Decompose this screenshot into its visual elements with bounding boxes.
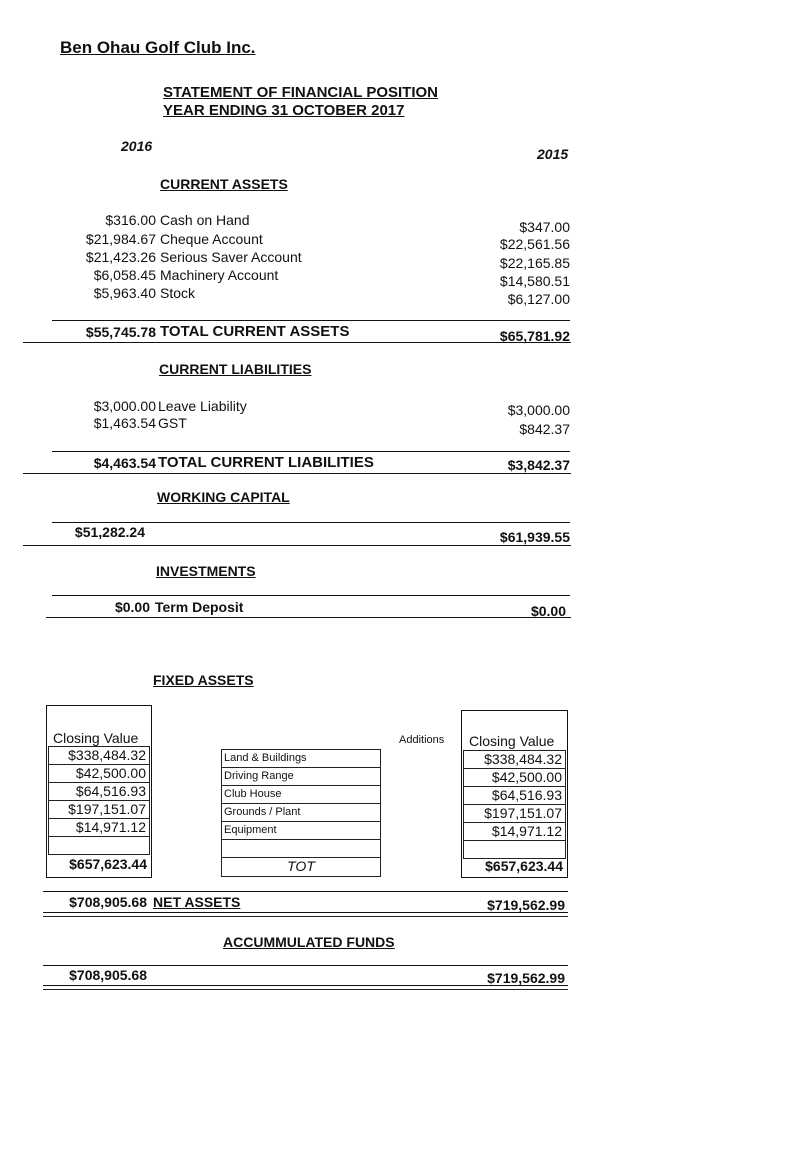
asset-prior-value: $6,127.00 bbox=[507, 291, 570, 307]
divider bbox=[23, 545, 571, 546]
asset-current-value: $316.00 bbox=[105, 212, 156, 228]
current-assets-heading: CURRENT ASSETS bbox=[160, 176, 288, 192]
divider bbox=[43, 916, 568, 917]
working-capital-heading: WORKING CAPITAL bbox=[157, 489, 290, 505]
divider bbox=[43, 891, 568, 892]
liability-current-value: $1,463.54 bbox=[93, 415, 156, 431]
divider bbox=[52, 522, 570, 523]
accumulated-funds-heading: ACCUMMULATED FUNDS bbox=[223, 934, 395, 950]
liability-label: GST bbox=[158, 415, 187, 431]
accumulated-funds-current: $708,905.68 bbox=[69, 967, 147, 983]
divider bbox=[43, 965, 568, 966]
term-deposit-label: Term Deposit bbox=[155, 599, 244, 615]
asset-prior-value: $22,561.56 bbox=[499, 236, 570, 252]
fixed-asset-label: Land & Buildings bbox=[221, 749, 381, 768]
closing-value-cell: $14,971.12 bbox=[463, 822, 566, 841]
divider bbox=[43, 912, 568, 913]
liability-current-value: $3,000.00 bbox=[93, 398, 156, 414]
asset-prior-value: $14,580.51 bbox=[499, 273, 570, 289]
fixed-asset-label: Club House bbox=[221, 785, 381, 804]
divider bbox=[52, 595, 570, 596]
closing-value-cell: $197,151.07 bbox=[48, 800, 150, 819]
total-current-assets-prior: $65,781.92 bbox=[499, 328, 570, 344]
working-capital-prior: $61,939.55 bbox=[499, 529, 570, 545]
divider bbox=[43, 989, 568, 990]
asset-current-value: $5,963.40 bbox=[93, 285, 156, 301]
closing-value-cell: $42,500.00 bbox=[463, 768, 566, 787]
fixed-asset-total-label: TOT bbox=[221, 857, 381, 877]
closing-value-cell: $197,151.07 bbox=[463, 804, 566, 823]
club-name: Ben Ohau Golf Club Inc. bbox=[60, 38, 256, 57]
asset-label: Stock bbox=[160, 285, 196, 301]
current-liabilities-heading: CURRENT LIABILITIES bbox=[159, 361, 312, 377]
asset-label: Cheque Account bbox=[160, 231, 263, 247]
asset-label: Cash on Hand bbox=[160, 212, 250, 228]
working-capital-current: $51,282.24 bbox=[74, 524, 145, 540]
divider bbox=[52, 451, 570, 452]
divider bbox=[46, 617, 571, 618]
closing-value-cell: $64,516.93 bbox=[48, 782, 150, 801]
total-current-assets-current: $55,745.78 bbox=[85, 324, 156, 340]
closing-value-box-2016: Closing Value bbox=[46, 705, 152, 878]
net-assets-label: NET ASSETS bbox=[153, 894, 241, 910]
closing-value-cell: $338,484.32 bbox=[463, 750, 566, 769]
closing-value-cell-empty bbox=[463, 840, 566, 859]
closing-value-header: Closing Value bbox=[53, 730, 139, 746]
asset-label: Serious Saver Account bbox=[160, 249, 302, 265]
net-assets-current: $708,905.68 bbox=[69, 894, 147, 910]
fixed-asset-label: Grounds / Plant bbox=[221, 803, 381, 822]
investments-heading: INVESTMENTS bbox=[156, 563, 256, 579]
closing-value-total: $657,623.44 bbox=[485, 858, 563, 874]
asset-current-value: $21,984.67 bbox=[85, 231, 156, 247]
year-prior: 2015 bbox=[537, 146, 569, 162]
liability-prior-value: $842.37 bbox=[519, 421, 570, 437]
closing-value-cell: $14,971.12 bbox=[48, 818, 150, 837]
asset-current-value: $21,423.26 bbox=[85, 249, 156, 265]
term-deposit-current: $0.00 bbox=[114, 599, 150, 615]
additions-label: Additions bbox=[399, 734, 445, 746]
fixed-asset-label-empty bbox=[221, 839, 381, 858]
divider bbox=[52, 320, 570, 321]
closing-value-total: $657,623.44 bbox=[69, 856, 147, 872]
closing-value-header: Closing Value bbox=[469, 733, 555, 749]
closing-value-cell: $64,516.93 bbox=[463, 786, 566, 805]
closing-value-cell: $42,500.00 bbox=[48, 764, 150, 783]
asset-label: Machinery Account bbox=[160, 267, 279, 283]
asset-current-value: $6,058.45 bbox=[93, 267, 156, 283]
total-current-liabilities-label: TOTAL CURRENT LIABILITIES bbox=[158, 454, 374, 471]
asset-prior-value: $22,165.85 bbox=[499, 255, 570, 271]
fixed-asset-label: Driving Range bbox=[221, 767, 381, 786]
liability-label: Leave Liability bbox=[158, 398, 247, 414]
net-assets-prior: $719,562.99 bbox=[487, 897, 565, 913]
statement-period: YEAR ENDING 31 OCTOBER 2017 bbox=[163, 102, 405, 119]
term-deposit-prior: $0.00 bbox=[530, 603, 566, 619]
statement-title: STATEMENT OF FINANCIAL POSITION bbox=[163, 84, 438, 101]
liability-prior-value: $3,000.00 bbox=[507, 402, 570, 418]
fixed-asset-label: Equipment bbox=[221, 821, 381, 840]
divider bbox=[23, 473, 571, 474]
closing-value-cell: $338,484.32 bbox=[48, 746, 150, 765]
total-current-liabilities-prior: $3,842.37 bbox=[507, 457, 570, 473]
divider bbox=[43, 985, 568, 986]
total-current-assets-label: TOTAL CURRENT ASSETS bbox=[160, 323, 350, 340]
divider bbox=[23, 342, 571, 343]
closing-value-cell-empty bbox=[48, 836, 150, 855]
fixed-assets-heading: FIXED ASSETS bbox=[153, 672, 254, 688]
closing-value-box-2015: Closing Value bbox=[461, 710, 568, 878]
asset-prior-value: $347.00 bbox=[519, 219, 570, 235]
year-current: 2016 bbox=[121, 138, 153, 154]
total-current-liabilities-current: $4,463.54 bbox=[93, 455, 156, 471]
accumulated-funds-prior: $719,562.99 bbox=[487, 970, 565, 986]
